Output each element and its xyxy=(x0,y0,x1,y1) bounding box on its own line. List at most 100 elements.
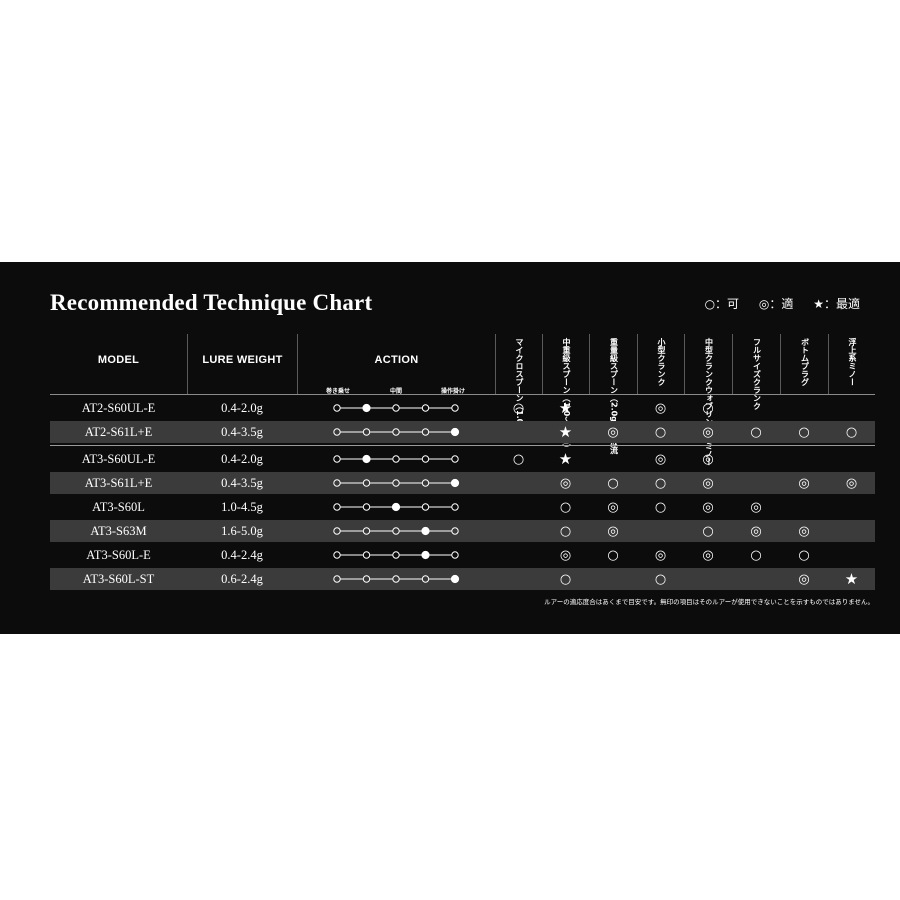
symbol-legend: ○：可 ◎：適 ★：最適 xyxy=(689,295,860,312)
footnote: ルアーの適応度合はあくまで目安です。無印の項目はそのルアーが使用できないことを示… xyxy=(544,598,874,606)
lure-weight-value: 0.4-3.5g xyxy=(221,475,263,490)
action-dot xyxy=(451,404,459,412)
action-dot xyxy=(333,455,341,463)
technique-mark: ◎ xyxy=(702,451,714,467)
action-dot xyxy=(451,527,459,535)
technique-mark: ◎ xyxy=(798,523,810,539)
action-scale xyxy=(297,544,495,566)
header-technique: 重量級スプーン（2.0g〜）放流 xyxy=(609,338,619,454)
technique-mark xyxy=(828,520,875,542)
technique-mark xyxy=(828,496,875,518)
technique-mark xyxy=(828,397,875,419)
action-dot xyxy=(392,455,400,463)
technique-mark: ○ xyxy=(654,571,667,587)
technique-mark: ★ xyxy=(844,570,859,588)
star-icon: ★ xyxy=(813,297,824,311)
action-dot xyxy=(421,455,430,463)
header-model: MODEL xyxy=(97,354,140,366)
action-dot xyxy=(362,575,371,583)
action-dot-selected xyxy=(450,427,460,437)
technique-mark: ○ xyxy=(750,424,762,440)
technique-mark xyxy=(732,397,780,419)
technique-mark: ○ xyxy=(512,400,525,416)
action-dot-selected xyxy=(421,550,430,560)
header-technique: 小型クランク xyxy=(657,338,666,386)
header-divider xyxy=(50,394,875,395)
technique-mark: ◎ xyxy=(702,424,714,440)
action-dot xyxy=(333,428,341,436)
model-name: AT3-S63M xyxy=(90,523,147,538)
action-dot xyxy=(451,503,459,511)
legend-suitable-label: ：適 xyxy=(769,297,794,311)
legend-possible: ○：可 xyxy=(697,297,740,311)
technique-mark xyxy=(495,544,542,566)
technique-mark: ○ xyxy=(702,523,714,539)
action-dot-selected xyxy=(391,502,401,512)
model-name: AT2-S60UL-E xyxy=(81,400,156,415)
legend-possible-label: ：可 xyxy=(715,297,740,311)
technique-mark: ○ xyxy=(750,547,762,563)
technique-header-wrap: ボトムプラグ xyxy=(781,338,828,386)
technique-mark xyxy=(495,421,542,443)
technique-mark: ◎ xyxy=(702,499,714,515)
action-scale-label: 中間 xyxy=(389,388,403,395)
technique-mark: ◎ xyxy=(559,475,572,491)
lure-weight-value: 0.4-2.4g xyxy=(221,547,263,562)
action-dot-selected xyxy=(362,454,371,464)
technique-mark xyxy=(589,397,637,419)
technique-mark: ◎ xyxy=(750,523,762,539)
header-technique-cell: フルサイズクランク xyxy=(732,334,780,410)
technique-header-wrap: フルサイズクランク xyxy=(733,338,780,410)
technique-mark: ◎ xyxy=(654,451,667,467)
technique-header-wrap: 浮上系ミノー xyxy=(829,338,875,386)
header-technique: フルサイズクランク xyxy=(752,338,762,410)
chart-title: Recommended Technique Chart xyxy=(50,290,373,315)
model-name: AT2-S61L+E xyxy=(84,424,153,439)
action-scale xyxy=(297,421,495,443)
action-dot xyxy=(421,479,430,487)
technique-mark: ○ xyxy=(845,424,858,440)
technique-mark: ◎ xyxy=(702,547,714,563)
action-dot xyxy=(333,575,341,583)
action-dot xyxy=(421,428,430,436)
action-dot xyxy=(451,455,459,463)
header-technique-cell: マイクロスプーン（1.0g） xyxy=(495,334,542,438)
action-scale xyxy=(297,520,495,542)
action-dot xyxy=(362,428,371,436)
technique-mark xyxy=(589,568,637,590)
technique-mark: ◎ xyxy=(607,499,619,515)
legend-best-label: ：最適 xyxy=(823,297,860,311)
action-dot xyxy=(333,479,341,487)
technique-mark: ★ xyxy=(558,450,573,468)
action-scale-labels: 巻き乗せ中間操作掛け xyxy=(298,386,495,396)
model-name: AT3-S61L+E xyxy=(84,475,153,490)
technique-mark xyxy=(732,448,780,470)
action-dot xyxy=(362,503,371,511)
technique-mark: ◎ xyxy=(702,475,714,491)
header-technique-cell: 中重級スプーン（1.0〜2.0g） xyxy=(542,334,589,452)
technique-mark xyxy=(637,520,684,542)
technique-header-wrap: 中型クランクウォブリング系ミノー xyxy=(685,338,732,466)
action-indicator xyxy=(333,478,460,488)
action-dot xyxy=(421,575,430,583)
action-indicator xyxy=(333,550,459,560)
header-model-cell: MODEL xyxy=(50,334,187,394)
action-indicator xyxy=(333,526,459,536)
legend-best: ★：最適 xyxy=(805,297,860,311)
header-technique-cell: 重量級スプーン（2.0g〜）放流 xyxy=(589,334,637,454)
technique-mark xyxy=(495,472,542,494)
action-dot xyxy=(421,503,430,511)
header-technique: 中型クランクウォブリング系ミノー xyxy=(704,338,714,466)
technique-mark xyxy=(780,397,828,419)
action-scale xyxy=(297,397,495,419)
technique-mark: ○ xyxy=(654,475,667,491)
technique-mark xyxy=(732,472,780,494)
action-dot xyxy=(421,404,430,412)
action-dot-selected xyxy=(362,403,371,413)
